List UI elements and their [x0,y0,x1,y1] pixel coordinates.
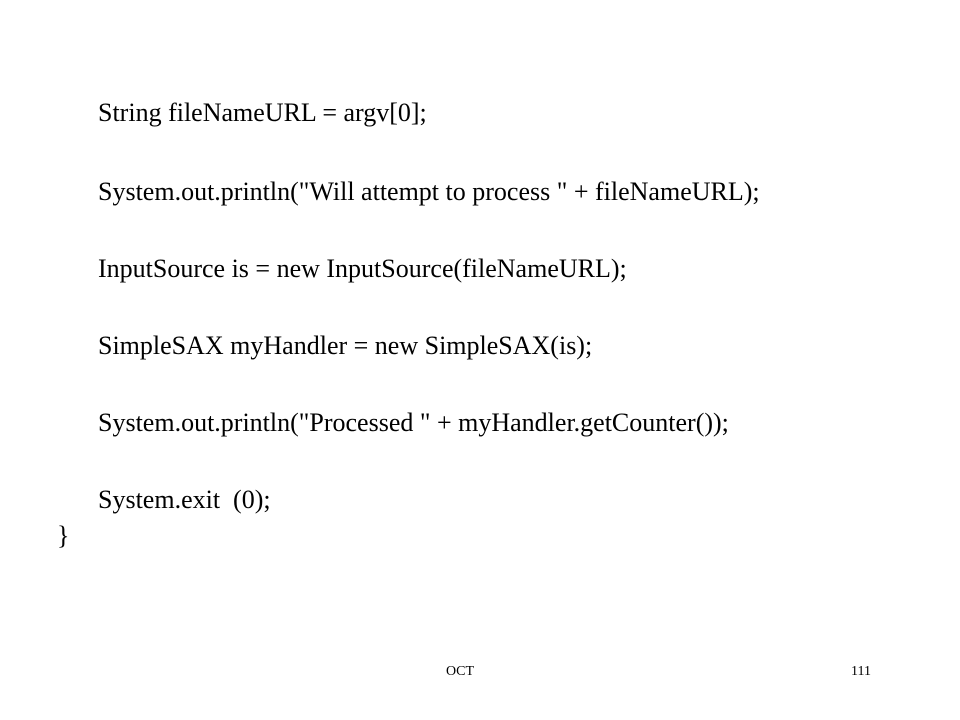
code-line-1: String fileNameURL = argv[0]; [98,98,427,127]
code-line-6: System.exit (0); [98,485,271,514]
code-line-3: InputSource is = new InputSource(fileNam… [98,254,627,283]
code-line-5: System.out.println("Processed " + myHand… [98,408,729,437]
code-line-4: SimpleSAX myHandler = new SimpleSAX(is); [98,331,593,360]
code-line-2: System.out.println("Will attempt to proc… [98,177,760,206]
closing-brace: } [57,521,70,550]
footer-label: OCT [446,664,474,679]
page-number: 111 [851,664,871,679]
